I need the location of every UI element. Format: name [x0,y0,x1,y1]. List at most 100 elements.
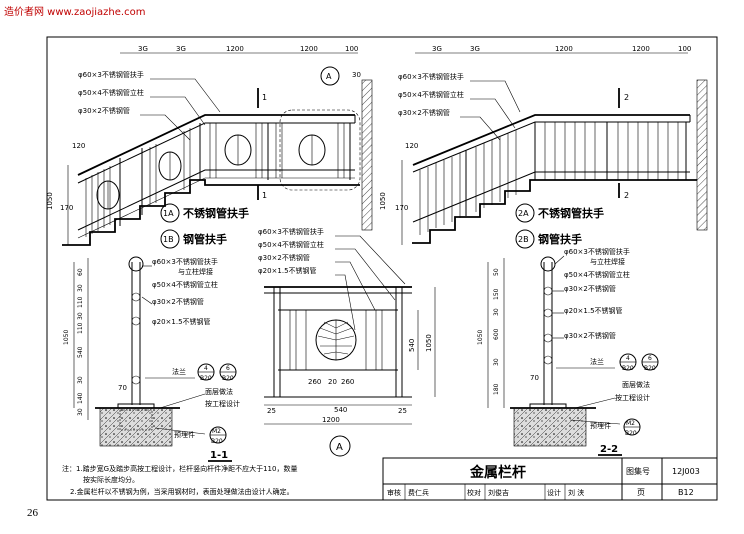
svg-text:B20: B20 [644,365,656,372]
svg-text:φ60×3不锈钢管扶手: φ60×3不锈钢管扶手 [258,227,324,236]
svg-text:30: 30 [77,408,84,416]
section-mark-2-bot: 2 [624,191,629,200]
svg-text:110: 110 [77,322,84,334]
dim-3g-1: 3G [138,45,148,53]
elevation-1: 3G 3G 1200 1200 100 30 φ60×3不锈钢管扶手 φ50×4… [46,45,373,246]
svg-text:φ20×1.5不锈钢管: φ20×1.5不锈钢管 [152,317,211,326]
legend-1: 1A 不锈钢管扶手 1B 钢管扶手 [160,203,249,249]
svg-text:70: 70 [118,384,127,392]
svg-text:φ30×2不锈钢管: φ30×2不锈钢管 [152,297,204,306]
svg-text:30: 30 [493,308,500,316]
svg-text:法兰: 法兰 [590,357,604,366]
svg-text:170: 170 [395,204,408,212]
svg-text:1200: 1200 [632,45,650,53]
svg-text:φ20×1.5不锈钢管: φ20×1.5不锈钢管 [564,306,623,315]
detail-a-tag: A [336,442,343,453]
svg-text:25: 25 [267,407,276,415]
svg-text:面层做法: 面层做法 [622,380,650,389]
svg-text:540: 540 [77,346,84,358]
svg-text:30: 30 [77,284,84,292]
legend-2: 2A 不锈钢管扶手 2B 钢管扶手 [515,203,604,249]
svg-text:260: 260 [308,378,321,386]
svg-text:50: 50 [493,268,500,276]
callout-a: A [326,72,332,81]
svg-text:φ30×2不锈钢管: φ30×2不锈钢管 [398,108,450,117]
section-1-1-title: 1-1 [210,450,228,461]
svg-text:设计: 设计 [547,488,561,497]
svg-text:110: 110 [77,296,84,308]
svg-text:B20: B20 [200,375,212,382]
svg-text:30: 30 [77,376,84,384]
svg-text:4: 4 [204,365,208,372]
svg-text:25: 25 [398,407,407,415]
svg-text:M2: M2 [212,428,221,435]
section-1-1: 60 30 110 30 110 540 30 140 30 1050 φ60×… [63,256,240,462]
svg-text:B20: B20 [222,375,234,382]
dim-30: 30 [352,71,361,79]
svg-text:校对: 校对 [467,488,481,497]
notes: 注：1.踏步宽G及踏步高按工程设计，栏杆竖向杆件净距不应大于110，数量 按实际… [62,464,297,496]
svg-text:140: 140 [77,392,84,404]
svg-text:φ60×3不锈钢管扶手: φ60×3不锈钢管扶手 [564,247,630,256]
svg-text:6: 6 [648,355,652,362]
svg-text:1050: 1050 [425,334,433,352]
svg-text:钢管扶手: 钢管扶手 [538,232,582,246]
svg-text:审核: 审核 [387,488,401,497]
svg-text:图集号: 图集号 [626,466,650,476]
section-2-2: 50 150 30 600 30 180 1050 φ60×3不锈钢管扶手 与立… [477,247,659,456]
label-post: φ50×4不锈钢管立柱 [78,88,144,97]
drawing-frame [46,36,718,501]
svg-text:30: 30 [493,358,500,366]
svg-text:预埋件: 预埋件 [174,430,195,439]
legend-1b-text: 钢管扶手 [183,232,227,246]
svg-text:φ50×4不锈钢管立柱: φ50×4不锈钢管立柱 [152,280,218,289]
svg-text:φ50×4不锈钢管立柱: φ50×4不锈钢管立柱 [564,270,630,279]
svg-text:φ30×2不锈钢管: φ30×2不锈钢管 [564,284,616,293]
dim-1050-left: 1050 [46,192,54,210]
svg-text:φ30×2不锈钢管: φ30×2不锈钢管 [258,253,310,262]
dim-100: 100 [345,45,358,53]
elevation-2: 3G 3G 1200 1200 100 φ60×3不锈钢管扶手 φ50×4不锈钢… [379,45,708,245]
svg-text:刘俊吉: 刘俊吉 [488,488,509,497]
svg-text:B12: B12 [678,488,694,497]
svg-text:30: 30 [77,312,84,320]
svg-text:预埋件: 预埋件 [590,421,611,430]
svg-text:M2: M2 [626,420,635,427]
label-rail: φ60×3不锈钢管扶手 [78,70,144,79]
dim-170-left: 170 [60,204,73,212]
detail-a: φ60×3不锈钢管扶手 φ50×4不锈钢管立柱 φ30×2不锈钢管 φ20×1.… [258,227,436,457]
legend-1a-text: 不锈钢管扶手 [183,206,249,220]
svg-text:3G: 3G [432,45,442,53]
section-2-2-title: 2-2 [600,444,618,455]
legend-1a-tag: 1A [163,209,174,218]
svg-text:540: 540 [408,339,416,352]
svg-text:150: 150 [493,288,500,300]
svg-text:6: 6 [226,365,230,372]
svg-text:面层做法: 面层做法 [205,387,233,396]
svg-text:注：1.踏步宽G及踏步高按工程设计，栏杆竖向杆件净距不应大于: 注：1.踏步宽G及踏步高按工程设计，栏杆竖向杆件净距不应大于110，数量 [62,464,297,473]
svg-text:70: 70 [530,374,539,382]
svg-text:法兰: 法兰 [172,367,186,376]
svg-text:600: 600 [493,328,500,340]
svg-text:120: 120 [405,142,418,150]
section-mark-1-top: 1 [262,93,267,102]
svg-text:与立柱焊接: 与立柱焊接 [590,257,625,266]
svg-text:页: 页 [637,488,645,497]
dim-1200-2: 1200 [300,45,318,53]
svg-text:1050: 1050 [63,330,70,345]
svg-text:2A: 2A [518,209,529,218]
section-mark-1-bot: 1 [262,191,267,200]
svg-text:φ20×1.5不锈钢管: φ20×1.5不锈钢管 [258,266,317,275]
svg-text:φ30×2不锈钢管: φ30×2不锈钢管 [564,331,616,340]
svg-text:4: 4 [626,355,630,362]
svg-text:刘 浃: 刘 浃 [568,488,584,497]
svg-text:费仁兵: 费仁兵 [408,488,429,497]
section-mark-2-top: 2 [624,93,629,102]
svg-text:20: 20 [328,378,337,386]
svg-text:φ50×4不锈钢管立柱: φ50×4不锈钢管立柱 [398,90,464,99]
legend-1b-tag: 1B [163,235,174,244]
svg-text:φ60×3不锈钢管扶手: φ60×3不锈钢管扶手 [152,257,218,266]
title-block: 金属栏杆 图集号 12J003 页 B12 审核 费仁兵 校对 刘俊吉 设计 刘… [382,457,718,501]
svg-text:φ50×4不锈钢管立柱: φ50×4不锈钢管立柱 [258,240,324,249]
svg-text:1050: 1050 [477,330,484,345]
